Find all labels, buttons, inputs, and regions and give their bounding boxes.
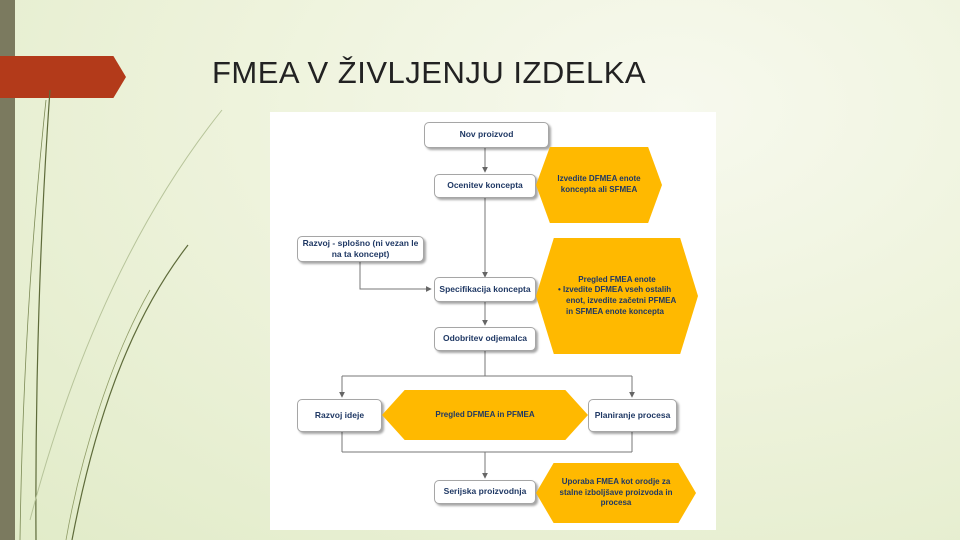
action-pregled-dfmea-pfmea: Pregled DFMEA in PFMEA (382, 390, 588, 440)
node-razvoj-splosno: Razvoj - splošno (ni vezan le na ta konc… (297, 236, 424, 262)
action-dfmea-koncepta-text: Izvedite DFMEA enote koncepta ali SFMEA (557, 174, 641, 194)
fmea-flowchart: Nov proizvod Ocenitev koncepta Razvoj - … (270, 112, 716, 530)
node-odobritev-odjemalca: Odobritev odjemalca (434, 327, 536, 351)
node-razvoj-ideje: Razvoj ideje (297, 399, 382, 432)
action-uporaba-fmea-text: Uporaba FMEA kot orodje za stalne izbolj… (559, 477, 673, 508)
action-dfmea-koncepta: Izvedite DFMEA enote koncepta ali SFMEA (536, 147, 662, 223)
action-pregled-fmea-enote-title: Pregled FMEA enote (578, 274, 656, 284)
node-ocenitev-koncepta: Ocenitev koncepta (434, 174, 536, 198)
left-side-bar (0, 0, 15, 540)
node-specifikacija-koncepta: Specifikacija koncepta (434, 277, 536, 302)
action-uporaba-fmea: Uporaba FMEA kot orodje za stalne izbolj… (536, 463, 696, 523)
action-pregled-fmea-enote-bullet: • Izvedite DFMEA vseh ostalih enot, izve… (558, 285, 676, 316)
flowchart-connectors (339, 148, 635, 479)
action-pregled-fmea-enote: Pregled FMEA enote • Izvedite DFMEA vseh… (536, 238, 698, 354)
node-nov-proizvod: Nov proizvod (424, 122, 549, 148)
slide-title: FMEA V ŽIVLJENJU IZDELKA (212, 55, 647, 90)
node-serijska-proizvodnja: Serijska proizvodnja (434, 480, 536, 504)
action-pregled-dfmea-pfmea-text: Pregled DFMEA in PFMEA (435, 409, 535, 419)
title-accent-arrow (0, 56, 126, 98)
node-planiranje-procesa: Planiranje procesa (588, 399, 677, 432)
